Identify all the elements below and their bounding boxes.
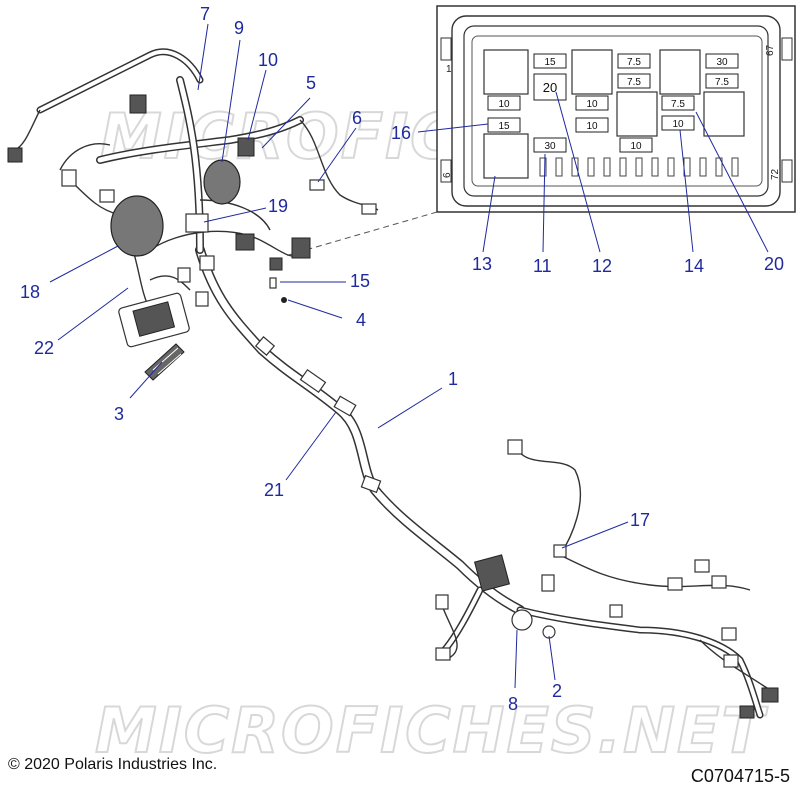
fuse-label: 15 bbox=[544, 57, 556, 68]
callout-7: 7 bbox=[200, 4, 210, 24]
fuse-label: 10 bbox=[498, 99, 510, 110]
callout-14: 14 bbox=[684, 256, 704, 276]
fuse-label: 7.5 bbox=[671, 99, 685, 110]
callout-1: 1 bbox=[448, 369, 458, 389]
callout-22: 22 bbox=[34, 338, 54, 358]
copyright-text: © 2020 Polaris Industries Inc. bbox=[8, 756, 218, 773]
callout-4: 4 bbox=[356, 310, 366, 330]
callout-3: 3 bbox=[114, 404, 124, 424]
plug-4 bbox=[281, 297, 287, 303]
fuse-label: 7.5 bbox=[627, 77, 641, 88]
callout-10: 10 bbox=[258, 50, 278, 70]
pin-number: 72 bbox=[770, 168, 781, 180]
pin-number: 67 bbox=[765, 44, 776, 56]
fuse-label: 15 bbox=[498, 121, 510, 132]
fuse-label: 10 bbox=[586, 99, 598, 110]
fuse-label: 7.5 bbox=[627, 57, 641, 68]
diagram-code: C0704715-5 bbox=[690, 766, 790, 786]
fuse-label: 10 bbox=[586, 121, 598, 132]
front-harness bbox=[7, 48, 379, 381]
callout-17: 17 bbox=[630, 510, 650, 530]
grommet-9 bbox=[203, 159, 241, 205]
fuse-label: 30 bbox=[716, 57, 728, 68]
connector-10 bbox=[237, 137, 255, 157]
grommet-18 bbox=[110, 195, 164, 257]
pin-number: 6 bbox=[442, 172, 453, 178]
fuse-label: 10 bbox=[672, 119, 684, 130]
callout-6: 6 bbox=[352, 108, 362, 128]
pin-number: 1 bbox=[446, 64, 452, 75]
callout-13: 13 bbox=[472, 254, 492, 274]
callout-5: 5 bbox=[306, 73, 316, 93]
callout-18: 18 bbox=[20, 282, 40, 302]
callout-20: 20 bbox=[764, 254, 784, 274]
callout-16: 16 bbox=[391, 123, 411, 143]
leader-lines bbox=[49, 23, 769, 689]
callout-8: 8 bbox=[508, 694, 518, 714]
fuse-label: 30 bbox=[544, 141, 556, 152]
fuse-label: 10 bbox=[630, 141, 642, 152]
callout-19: 19 bbox=[268, 196, 288, 216]
fuse-label: 20 bbox=[543, 80, 557, 95]
callouts: 1 2 3 4 5 6 7 8 9 10 11 12 13 14 15 16 1… bbox=[20, 4, 784, 714]
watermark-bottom: MICROFICHES.NET bbox=[95, 694, 768, 767]
callout-9: 9 bbox=[234, 18, 244, 38]
callout-2: 2 bbox=[552, 681, 562, 701]
callout-21: 21 bbox=[264, 480, 284, 500]
fuse-box-inset: 15 20 7.5 7.5 30 7.5 10 10 10 7.5 10 15 … bbox=[436, 5, 796, 213]
connector-19 bbox=[185, 213, 209, 233]
fuse-15 bbox=[269, 277, 277, 289]
callout-15: 15 bbox=[350, 271, 370, 291]
decal-3 bbox=[144, 343, 185, 381]
callout-11: 11 bbox=[533, 256, 552, 276]
callout-12: 12 bbox=[592, 256, 612, 276]
fuse-label: 7.5 bbox=[715, 77, 729, 88]
main-harness bbox=[195, 245, 779, 719]
